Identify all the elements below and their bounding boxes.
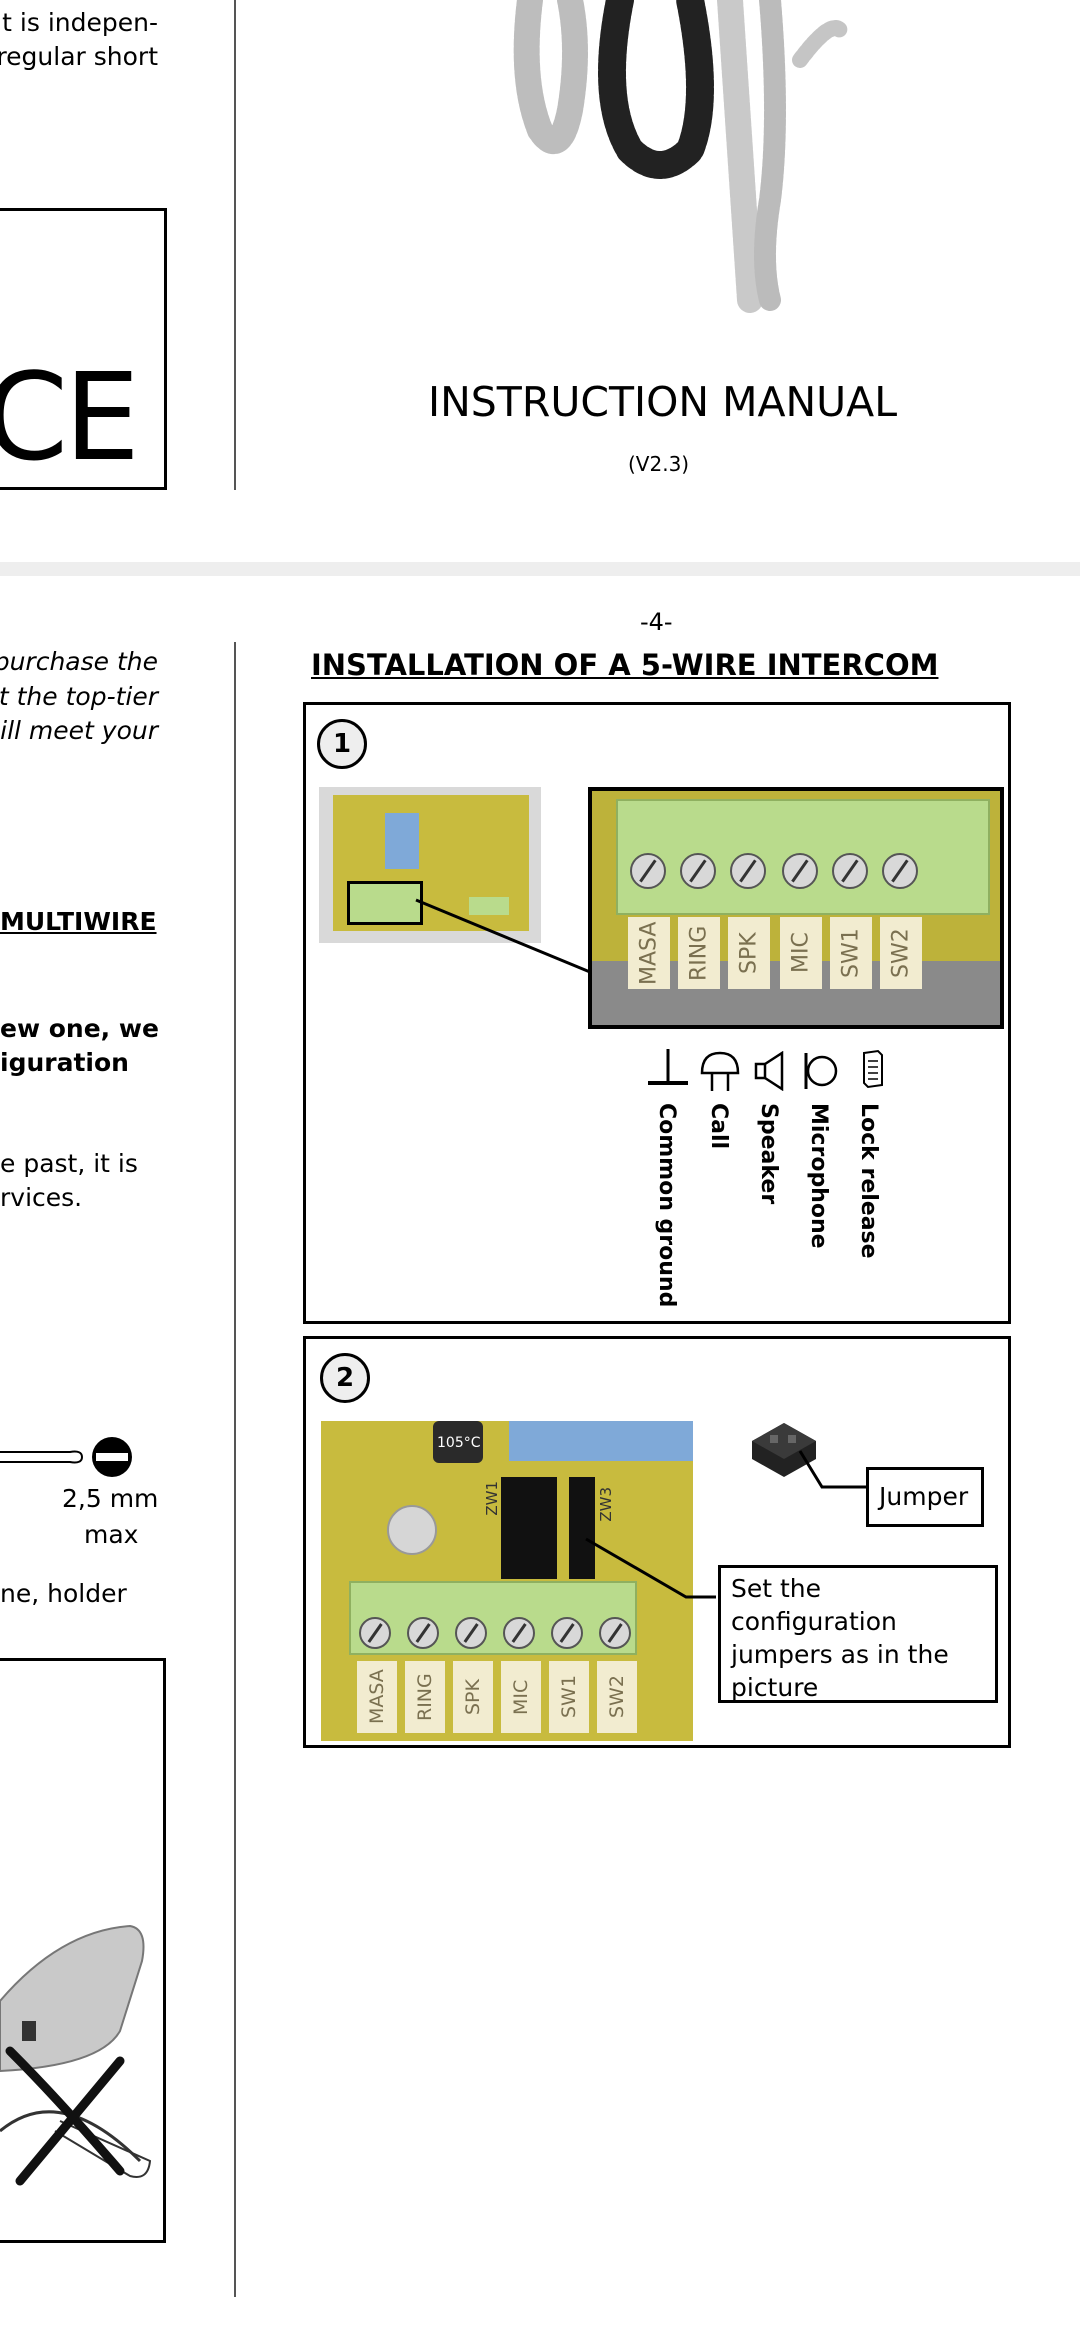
terminal-label-sw2: SW2 bbox=[880, 917, 922, 989]
left-text-fragment: ew one, we bbox=[0, 1014, 159, 1043]
not-allowed-cross-icon bbox=[5, 2046, 125, 2186]
terminal-screw bbox=[407, 1617, 439, 1649]
jumper-label-box: Jumper bbox=[866, 1467, 984, 1527]
terminal-screw bbox=[551, 1617, 583, 1649]
ce-mark: CE bbox=[0, 349, 140, 488]
left-text-fragment: regular short bbox=[0, 42, 158, 71]
manual-title: INSTRUCTION MANUAL bbox=[428, 378, 898, 426]
page-number: -4- bbox=[640, 608, 673, 636]
left-text-fragment: e past, it is bbox=[0, 1149, 138, 1178]
figure-1-frame: 1 MASA RING SPK MIC SW1 SW2 bbox=[303, 702, 1011, 1324]
terminal-screw bbox=[680, 853, 716, 889]
screw-size-max-label: max bbox=[84, 1520, 139, 1549]
page-divider-bottom bbox=[234, 642, 236, 2297]
zoom-connector-line bbox=[415, 898, 591, 974]
left-text-fragment: ill meet your bbox=[0, 716, 158, 745]
left-text-fragment: rvices. bbox=[0, 1183, 83, 1212]
capacitor-component: 105°C bbox=[433, 1421, 483, 1463]
terminal-screw bbox=[832, 853, 868, 889]
terminal-label-sw1: SW1 bbox=[830, 917, 872, 989]
terminal-screw bbox=[503, 1617, 535, 1649]
terminal-label-spk: SPK bbox=[728, 917, 770, 989]
step-number-2: 2 bbox=[320, 1353, 370, 1403]
legend-microphone: Microphone bbox=[806, 1103, 831, 1249]
ce-mark-box: CE bbox=[0, 208, 167, 490]
left-text-fragment: t the top-tier bbox=[0, 682, 158, 711]
terminal-screw bbox=[359, 1617, 391, 1649]
page-separator bbox=[0, 562, 1080, 576]
speaker-icon bbox=[754, 1051, 784, 1091]
section-heading: INSTALLATION OF A 5-WIRE INTERCOM bbox=[311, 648, 939, 682]
page-divider-top bbox=[234, 0, 236, 490]
bell-call-icon bbox=[700, 1051, 740, 1091]
instruction-box: Set the configuration jumpers as in the … bbox=[718, 1565, 998, 1703]
legend-call: Call bbox=[706, 1103, 731, 1150]
left-subheading: MULTIWIRE bbox=[0, 907, 157, 936]
manual-version: (V2.3) bbox=[628, 452, 690, 476]
coiled-cords-image bbox=[513, 0, 848, 313]
terminal-screw bbox=[599, 1617, 631, 1649]
jumper-header bbox=[569, 1477, 595, 1579]
screw-size-label: 2,5 mm bbox=[62, 1484, 159, 1513]
terminal-block-zoom: MASA RING SPK MIC SW1 SW2 bbox=[588, 787, 1004, 1029]
legend-speaker: Speaker bbox=[756, 1103, 781, 1205]
handset-warning-box bbox=[0, 1658, 166, 2243]
terminal-label-masa: MASA bbox=[628, 917, 670, 989]
board-overview-photo bbox=[319, 787, 541, 943]
left-text-fragment: t is indepen- bbox=[2, 8, 158, 37]
terminal-label-ring: RING bbox=[678, 917, 720, 989]
terminal-screw bbox=[782, 853, 818, 889]
terminal-screw bbox=[730, 853, 766, 889]
legend-lock-release: Lock release bbox=[856, 1103, 881, 1259]
board-jumper-photo: 105°C ZW1 ZW3 MASA RING SPK MIC SW1 SW2 bbox=[321, 1421, 693, 1741]
left-text-fragment: ne, holder bbox=[0, 1579, 127, 1608]
microphone-icon bbox=[804, 1053, 838, 1089]
left-text-fragment: iguration bbox=[0, 1048, 129, 1077]
terminal-screw bbox=[455, 1617, 487, 1649]
relay-component bbox=[509, 1421, 693, 1461]
terminal-screw bbox=[882, 853, 918, 889]
step-number-1: 1 bbox=[317, 719, 367, 769]
figure-2-frame: 2 105°C ZW1 ZW3 MASA RING SPK MIC SW1 SW… bbox=[303, 1336, 1011, 1748]
jumper-part-image bbox=[752, 1423, 816, 1477]
left-text-fragment: purchase the bbox=[0, 647, 158, 676]
screwdriver-tip-icon bbox=[0, 1437, 132, 1477]
relay-component bbox=[385, 813, 419, 869]
terminal-label-mic: MIC bbox=[780, 917, 822, 989]
lock-release-icon bbox=[863, 1049, 883, 1089]
mounting-screw bbox=[387, 1505, 437, 1555]
legend-common-ground: Common ground bbox=[654, 1103, 679, 1308]
callout-leader-lines bbox=[585, 1450, 874, 1599]
jumper-header bbox=[501, 1477, 557, 1579]
terminal-screw bbox=[630, 853, 666, 889]
ground-symbol-icon bbox=[648, 1049, 688, 1085]
